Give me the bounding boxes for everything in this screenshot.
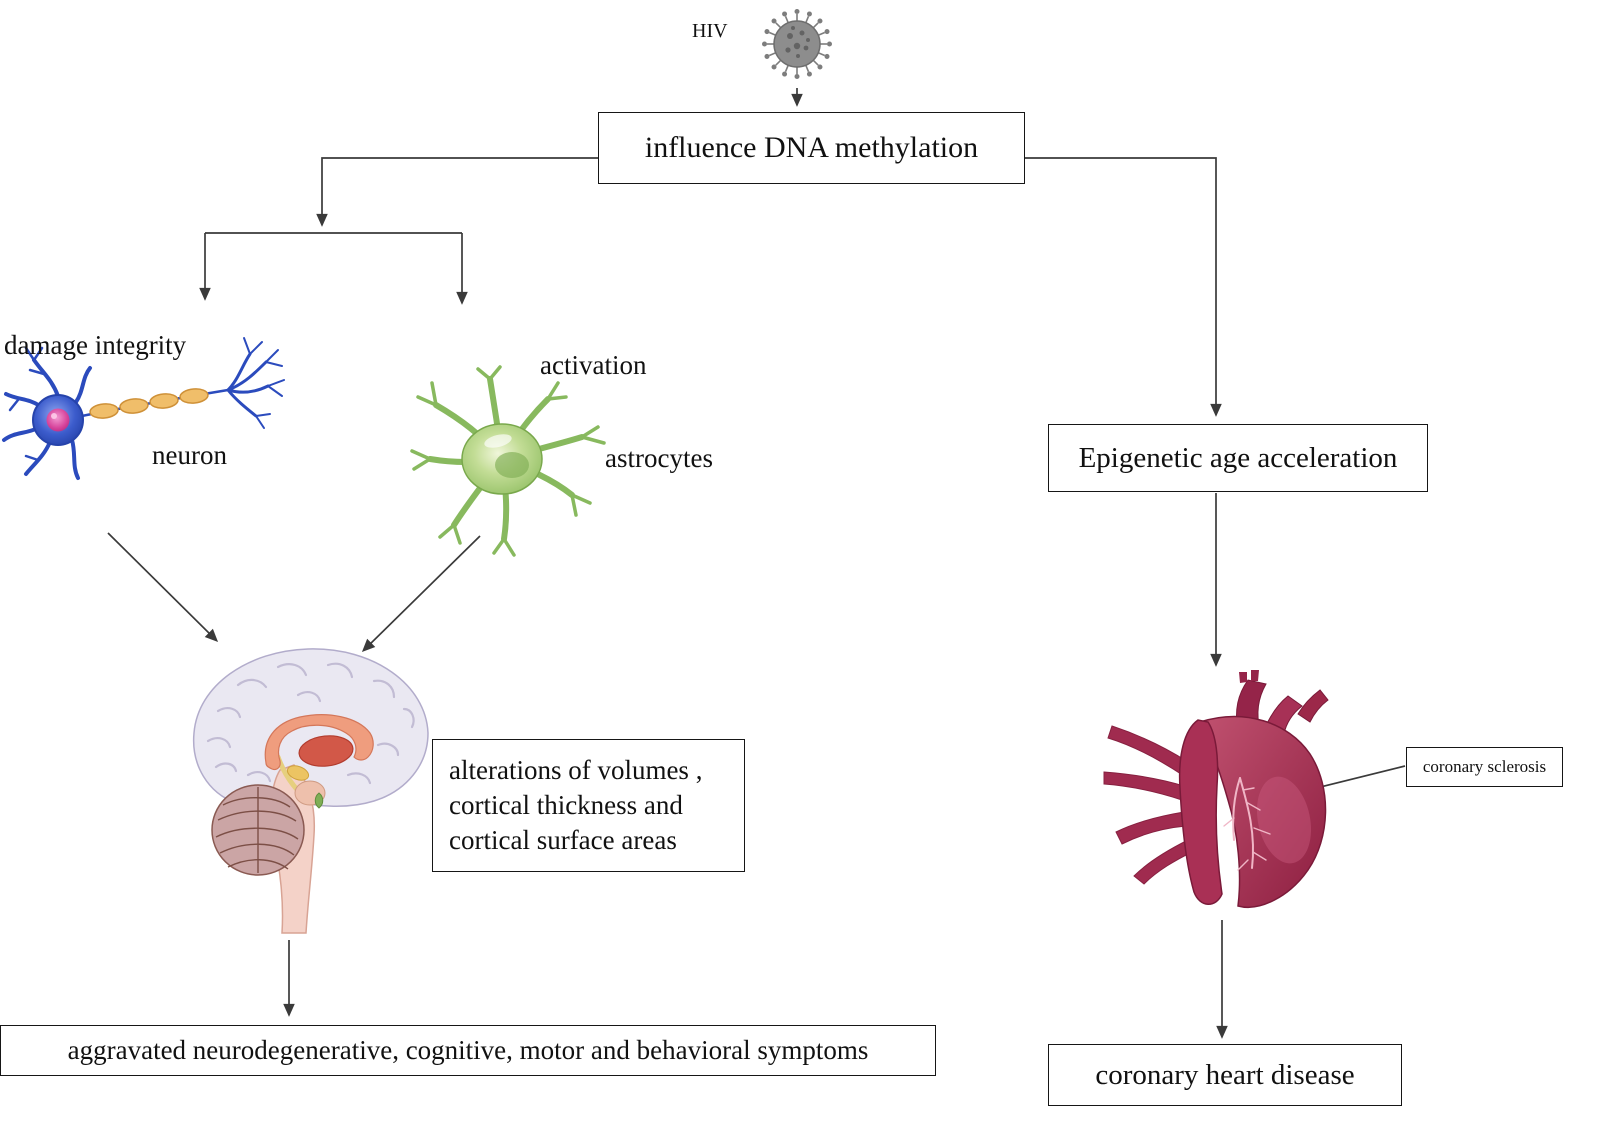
coronary-sclerosis-text: coronary sclerosis (1422, 757, 1547, 776)
epigenetic-age-text: Epigenetic age acceleration (1078, 441, 1398, 474)
neuron-illustration (2, 337, 285, 480)
coronary-outcome-box: coronary heart disease (1048, 1044, 1402, 1106)
arrow-neuron-to-brain (107, 532, 219, 643)
neuro-outcome-box: aggravated neurodegenerative, cognitive,… (0, 1025, 936, 1076)
alterations-line-1: alterations of volumes , (449, 754, 703, 785)
coronary-outcome-text: coronary heart disease (1095, 1058, 1355, 1091)
influence-dna-methylation-text: influence DNA methylation (644, 131, 979, 164)
coronary-sclerosis-box: coronary sclerosis (1406, 747, 1563, 787)
arrow-methylation-left-branch (316, 157, 599, 227)
activation-label: activation (540, 350, 647, 380)
damage-integrity-label: damage integrity (4, 330, 187, 360)
alterations-line-2: cortical thickness and (449, 789, 683, 820)
heart-illustration (1103, 670, 1329, 908)
alterations-box: alterations of volumes , cortical thickn… (432, 739, 745, 872)
astrocytes-label: astrocytes (605, 443, 713, 473)
influence-dna-methylation-box: influence DNA methylation (598, 112, 1025, 184)
neuro-outcome-text: aggravated neurodegenerative, cognitive,… (67, 1035, 869, 1065)
brain-illustration (192, 648, 429, 934)
arrow-methylation-to-epigenetic (1024, 157, 1222, 417)
neuron-label: neuron (152, 440, 227, 470)
arrow-astrocyte-to-brain (361, 535, 481, 653)
hiv-virus-icon (762, 9, 832, 79)
astrocyte-illustration (410, 365, 606, 557)
epigenetic-age-box: Epigenetic age acceleration (1048, 424, 1428, 492)
alterations-line-3: cortical surface areas (449, 825, 677, 856)
hiv-label: HIV (692, 20, 728, 42)
